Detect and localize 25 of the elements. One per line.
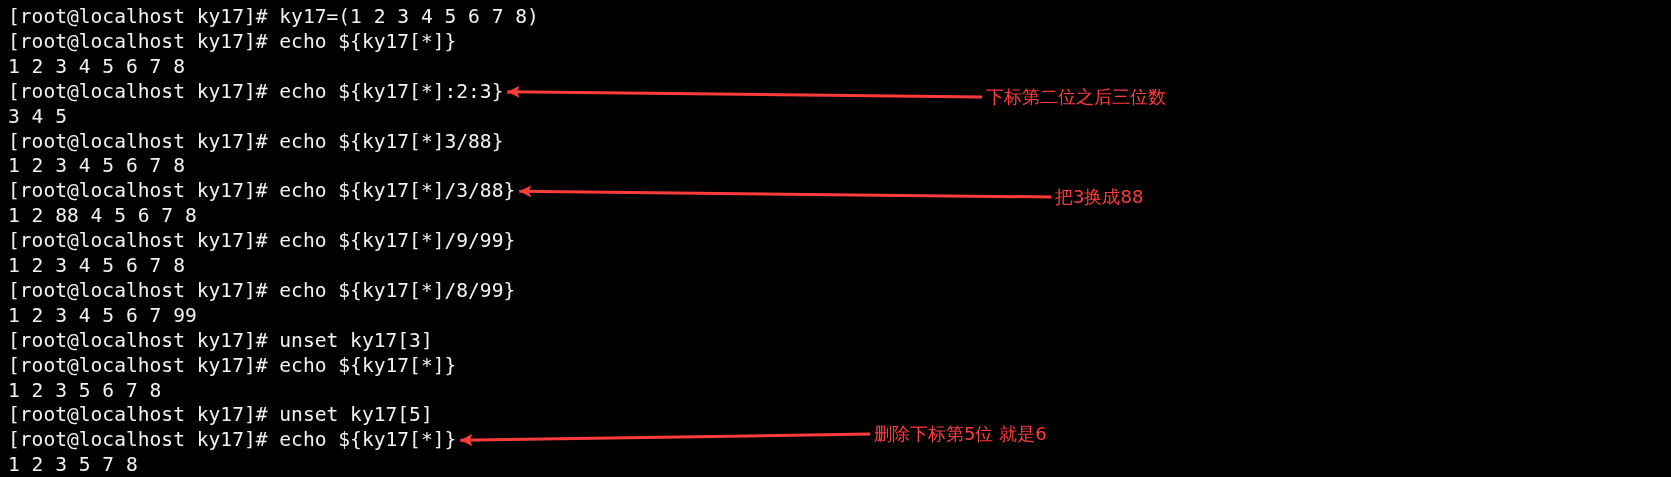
arrow: [460, 432, 871, 447]
terminal-line: 3 4 5: [8, 104, 67, 129]
terminal-line: [root@localhost ky17]# echo ${ky17[*]/3/88}: [8, 179, 516, 204]
terminal-line: 1 2 3 4 5 6 7 8: [8, 54, 185, 79]
terminal-line: 1 2 88 4 5 6 7 8: [8, 204, 197, 229]
arrow: [519, 185, 1051, 199]
terminal-line: 1 2 3 4 5 6 7 8: [8, 154, 185, 179]
annotation-text: 把3换成88: [1055, 185, 1144, 209]
terminal-line: [root@localhost ky17]# echo ${ky17[*]}: [8, 29, 457, 54]
annotation-text: 删除下标第5位 就是6: [874, 422, 1047, 446]
annotation-text: 下标第二位之后三位数: [986, 85, 1166, 109]
terminal-line: [root@localhost ky17]# echo ${ky17[*]3/88}: [8, 129, 504, 154]
terminal-line: [root@localhost ky17]# echo ${ky17[*]}: [8, 353, 457, 378]
terminal-line: [root@localhost ky17]# unset ky17[5]: [8, 403, 433, 428]
terminal-line: 1 2 3 5 6 7 8: [8, 378, 162, 403]
terminal-line: [root@localhost ky17]# echo ${ky17[*]/8/99}: [8, 278, 516, 303]
terminal-line: [root@localhost ky17]# echo ${ky17[*]}: [8, 428, 457, 453]
terminal-line: [root@localhost ky17]# unset ky17[3]: [8, 328, 433, 353]
terminal-line: 1 2 3 4 5 6 7 8: [8, 254, 185, 278]
terminal-line: [root@localhost ky17]# echo ${ky17[*]:2:3}: [8, 79, 504, 104]
terminal-line: 1 2 3 5 7 8: [8, 453, 138, 477]
terminal-line: [root@localhost ky17]# echo ${ky17[*]/9/99}: [8, 229, 516, 254]
terminal-line: 1 2 3 4 5 6 7 99: [8, 303, 197, 328]
terminal-line: [root@localhost ky17]# ky17=(1 2 3 4 5 6 7 8): [8, 5, 539, 29]
arrow: [507, 85, 982, 99]
